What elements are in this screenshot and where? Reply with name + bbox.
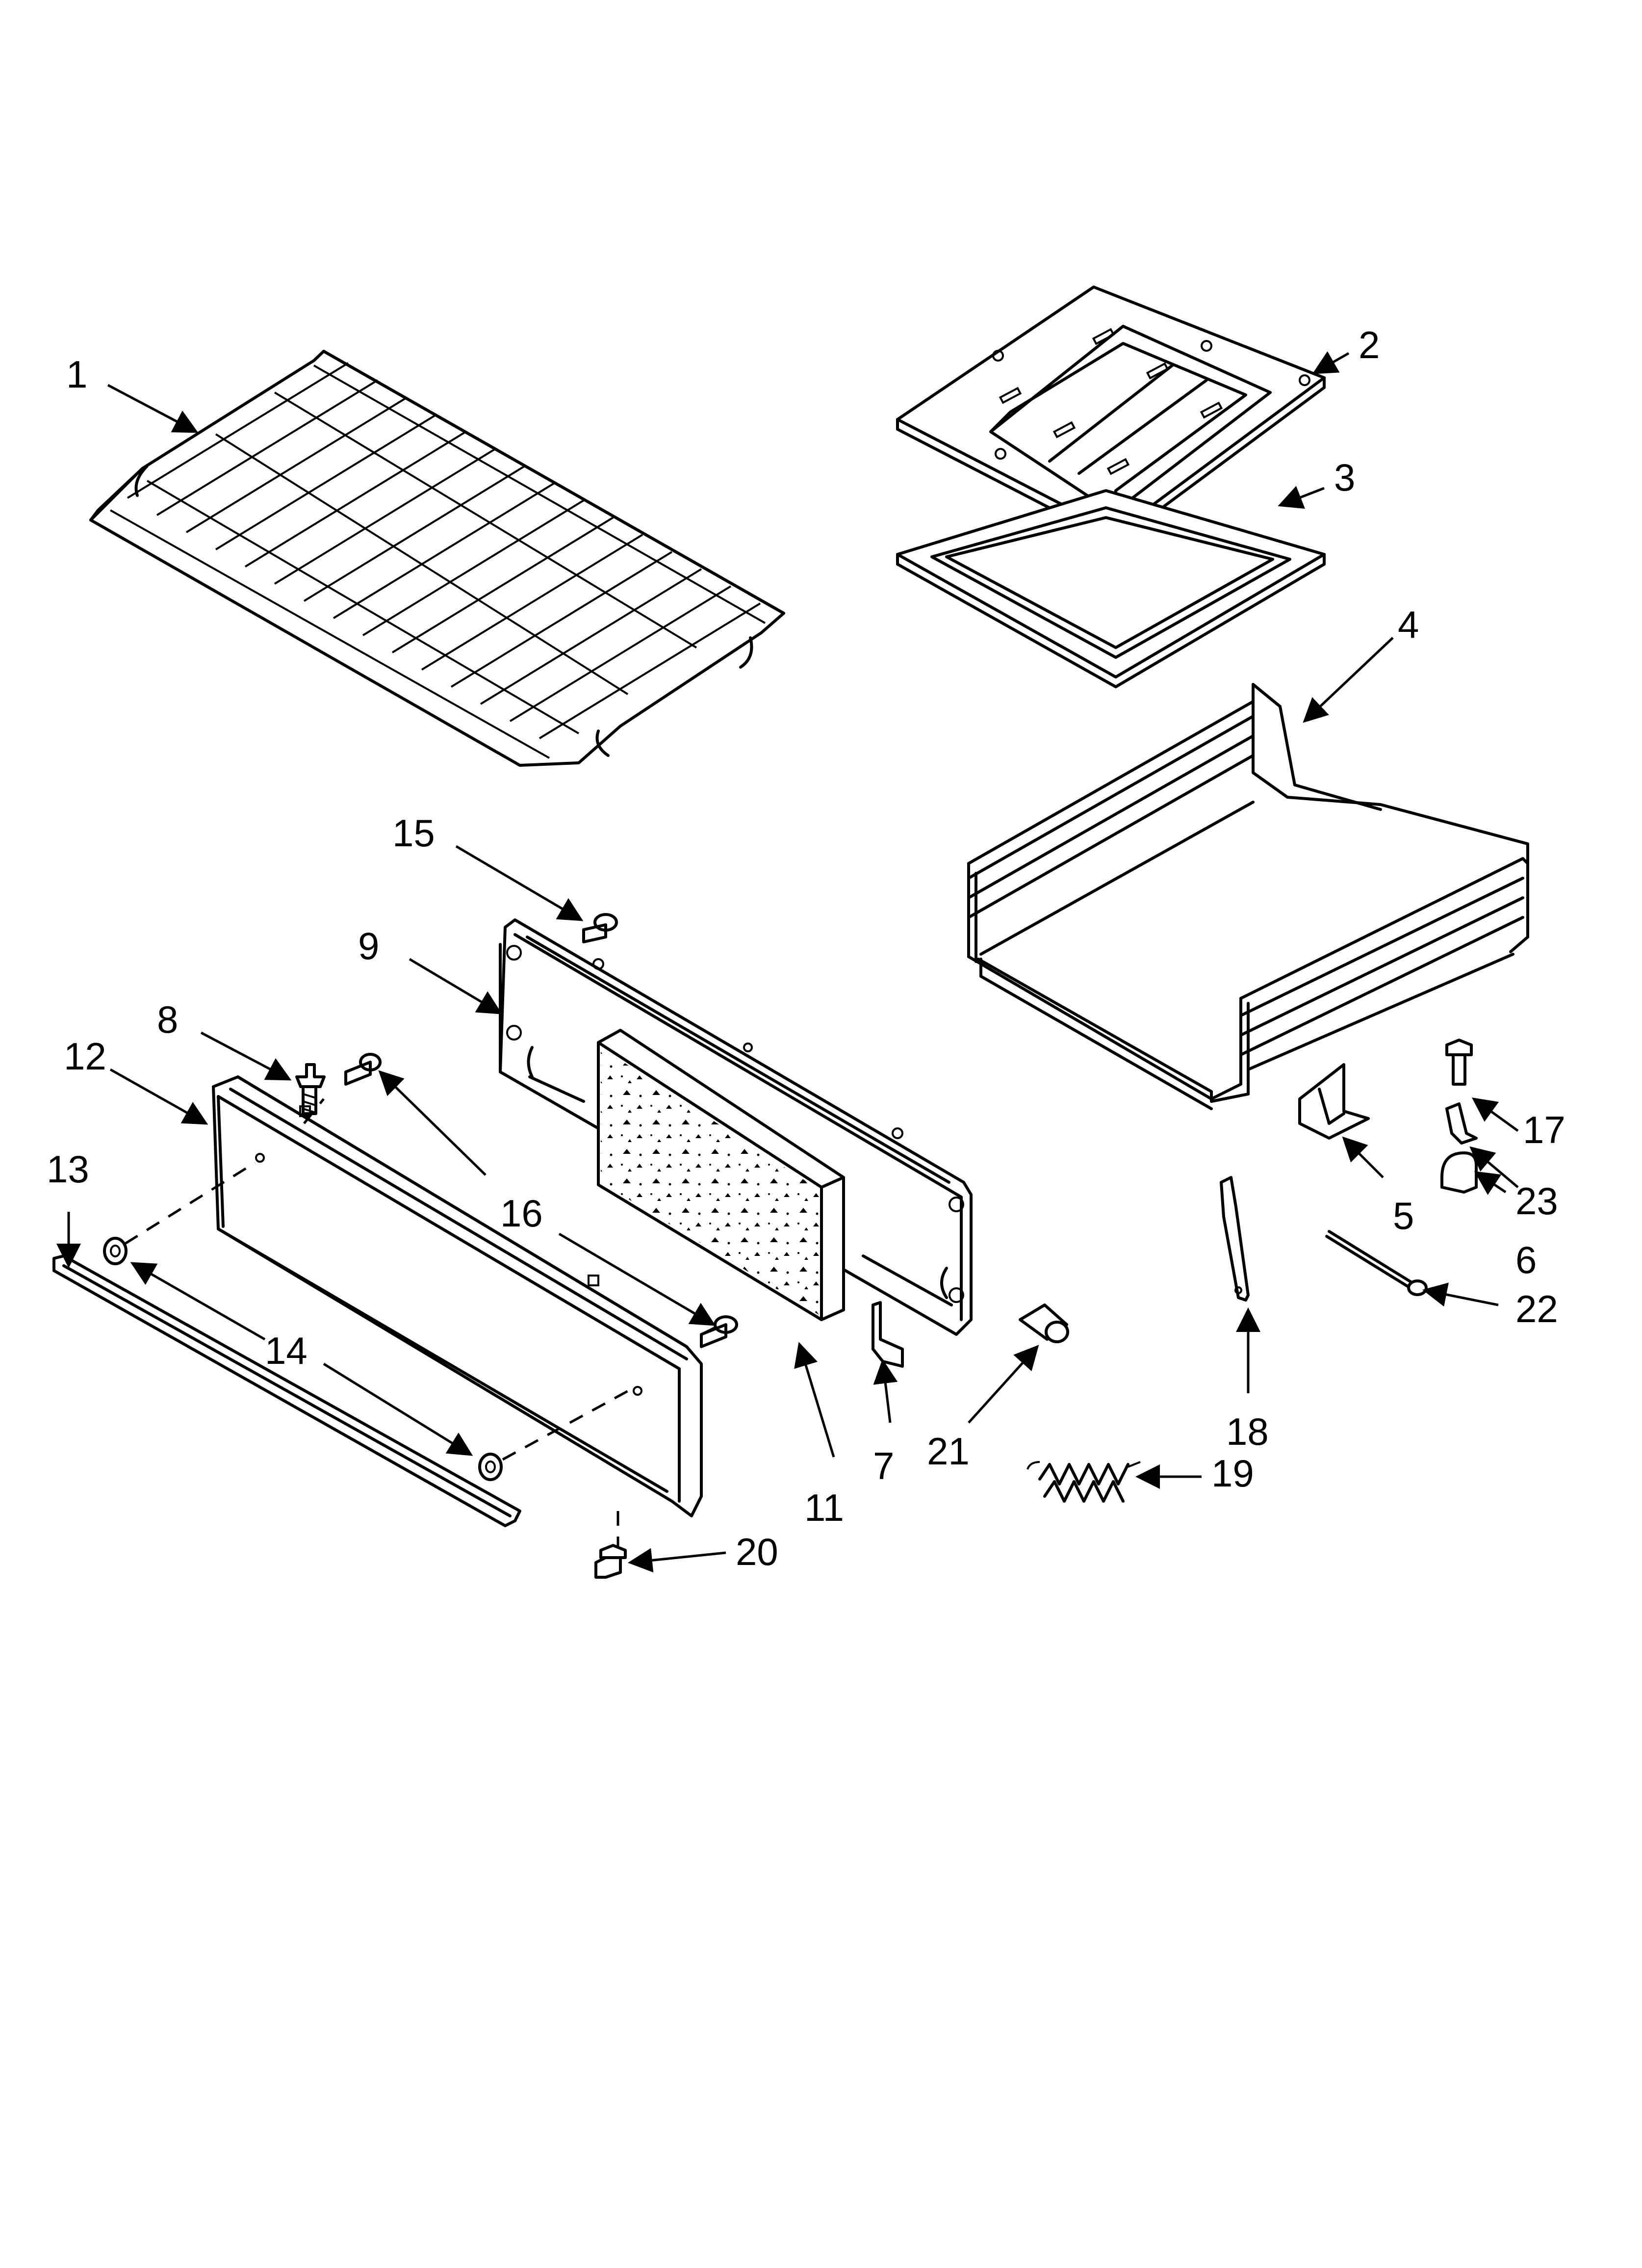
callout-15: 15	[392, 811, 435, 855]
callout-14: 14	[265, 1329, 308, 1372]
callout-12: 12	[64, 1035, 106, 1078]
callout-20: 20	[736, 1530, 778, 1573]
callout-17: 17	[1523, 1108, 1565, 1151]
spring	[1026, 1461, 1141, 1503]
insulation-block	[597, 1029, 845, 1321]
spacer	[103, 1237, 128, 1265]
callout-1: 1	[66, 353, 87, 396]
oven-rack	[89, 350, 785, 767]
broiler-pan-insert	[896, 286, 1326, 544]
roller	[1019, 1303, 1069, 1343]
callout-3: 3	[1334, 456, 1355, 499]
callout-8: 8	[157, 998, 178, 1041]
screw	[344, 1053, 382, 1086]
callout-6: 6	[1515, 1238, 1537, 1281]
screw	[594, 1544, 627, 1579]
callout-23: 23	[1515, 1179, 1558, 1223]
spacer	[478, 1453, 503, 1481]
callout-13: 13	[47, 1147, 89, 1191]
screw	[582, 913, 618, 943]
callout-21: 21	[927, 1430, 970, 1473]
callout-22: 22	[1515, 1287, 1558, 1330]
leader-lines	[56, 351, 1519, 1573]
callout-7: 7	[873, 1444, 894, 1487]
broiler-pan	[896, 489, 1326, 688]
drawer-lever	[1220, 1176, 1250, 1302]
alignment-line	[124, 1161, 256, 1245]
callout-18: 18	[1226, 1410, 1269, 1453]
drawer-bracket	[1298, 1063, 1370, 1140]
clip	[1445, 1102, 1478, 1145]
callout-5: 5	[1393, 1194, 1414, 1237]
callout-16: 16	[500, 1192, 543, 1235]
callout-19: 19	[1211, 1452, 1254, 1495]
callout-4: 4	[1398, 603, 1419, 646]
screw	[295, 1063, 326, 1115]
drawer-front-panel	[212, 1075, 703, 1517]
callout-2: 2	[1359, 323, 1380, 366]
rod	[1325, 1230, 1428, 1296]
callout-9: 9	[358, 924, 379, 967]
alignment-line	[303, 1098, 325, 1124]
small-bracket	[872, 1301, 904, 1368]
clamp	[1440, 1151, 1478, 1194]
screw	[700, 1315, 738, 1348]
screw	[1445, 1039, 1473, 1086]
callout-11: 11	[804, 1486, 844, 1529]
storage-drawer	[967, 683, 1529, 1110]
